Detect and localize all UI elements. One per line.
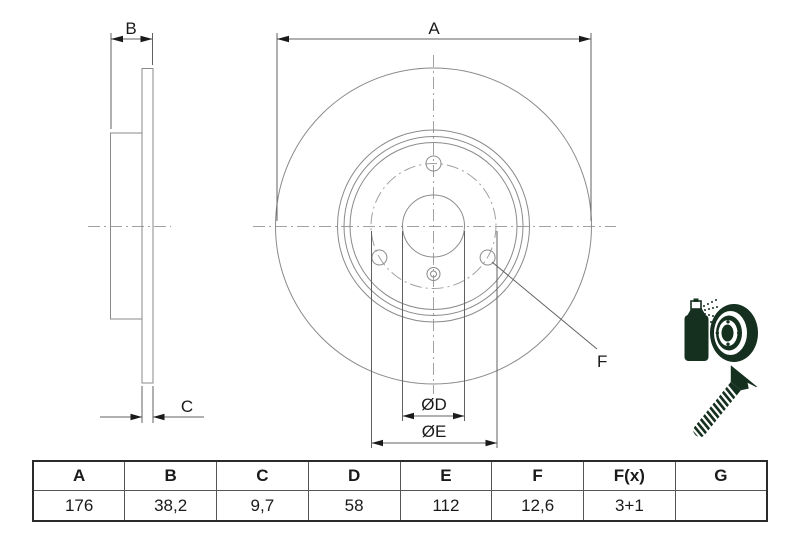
screw-slot — [747, 382, 756, 391]
countersunk-screw-icon — [691, 365, 758, 440]
arrowhead — [402, 412, 414, 420]
table-header-cell: C — [216, 460, 309, 491]
table-header-cell: G — [674, 460, 768, 491]
dimension-b: B — [110, 19, 153, 129]
screw-threads — [691, 384, 738, 440]
table-value-cell: 176 — [32, 490, 126, 522]
dimension-e-label: ØE — [422, 422, 447, 441]
dimension-d-label: ØD — [421, 395, 447, 414]
table-header-cell: E — [399, 460, 493, 491]
table-header-row: A B C D E F F(x) G — [32, 460, 768, 491]
spray-mist-dots — [702, 299, 718, 323]
table-value-cell: 12,6 — [491, 490, 584, 522]
dimension-a: A — [276, 19, 592, 221]
table-value-cell: 38,2 — [124, 490, 217, 522]
bolt-hole-top — [425, 155, 442, 172]
arrowhead — [371, 439, 383, 447]
set-screw-hole-outer — [426, 267, 441, 281]
arrowhead — [130, 413, 142, 421]
table-value-row: 176 38,2 9,7 58 112 12,6 3+1 — [32, 490, 768, 522]
dimension-d: ØD — [402, 231, 465, 421]
table-value-cell — [674, 490, 768, 522]
dimension-a-label: A — [428, 19, 440, 38]
disc-bolt-hole-dots — [715, 320, 741, 346]
table-value-cell: 58 — [307, 490, 401, 522]
arrowhead — [579, 35, 591, 43]
arrowhead — [153, 413, 165, 421]
hub-circle-outer — [337, 129, 530, 323]
arrowhead — [277, 35, 289, 43]
table-header-cell: A — [32, 460, 126, 491]
table-value-cell: 112 — [399, 490, 493, 522]
arrowhead — [485, 439, 497, 447]
spray-can-icon — [684, 298, 718, 361]
bolt-hole-right — [479, 249, 496, 266]
set-screw-hole-inner — [430, 270, 437, 278]
table-value-cell: 3+1 — [583, 490, 676, 522]
bolt-circle — [370, 163, 497, 289]
table-header-cell: F(x) — [583, 460, 676, 491]
dimension-c-label: C — [181, 397, 193, 416]
arrowhead — [453, 412, 465, 420]
hub-circle-inner — [349, 142, 518, 310]
table-value-cell: 9,7 — [216, 490, 309, 522]
center-bore-circle — [402, 194, 465, 258]
hub-circle-mid — [343, 136, 524, 316]
table-header-cell: F — [491, 460, 584, 491]
table-header-cell: B — [124, 460, 217, 491]
brake-disc-icon — [710, 304, 758, 362]
side-view: B C — [88, 19, 204, 423]
arrowhead — [140, 35, 153, 43]
front-view: A ØD ØE F — [253, 19, 616, 448]
dimension-e: ØE — [371, 231, 498, 448]
dimension-table: A B C D E F F(x) G 176 38,2 9,7 58 112 1… — [32, 460, 768, 522]
brake-disc-drawing: B C — [88, 19, 758, 448]
dimension-b-label: B — [125, 19, 136, 38]
arrowhead — [111, 35, 123, 43]
dimension-c: C — [100, 386, 204, 423]
disc-plate-section — [141, 68, 154, 384]
dimension-f: F — [491, 261, 607, 371]
table-header-cell: D — [307, 460, 401, 491]
dimension-f-label: F — [597, 352, 607, 371]
coated-disc-pictogram — [684, 298, 758, 362]
outer-diameter-circle — [275, 67, 592, 385]
